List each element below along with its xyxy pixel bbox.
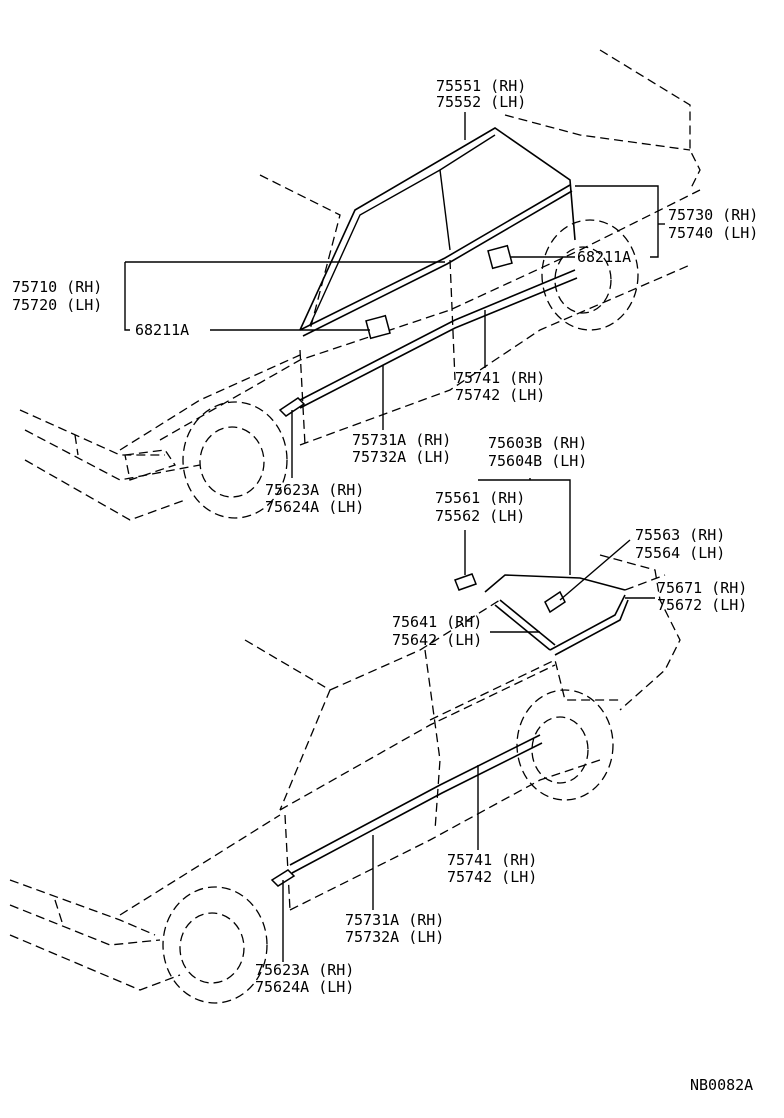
label-68211A-rear: 68211A	[577, 248, 631, 266]
label-75551: 75551 (RH)	[436, 77, 526, 95]
label-75561: 75561 (RH)	[435, 489, 525, 507]
label-75742-top: 75742 (LH)	[455, 386, 545, 404]
label-75552: 75552 (LH)	[436, 93, 526, 111]
top-leader-lines	[124, 112, 665, 478]
label-75623A-bottom: 75623A (RH)	[255, 961, 354, 979]
label-75742-bottom: 75742 (LH)	[447, 868, 537, 886]
label-75563: 75563 (RH)	[635, 526, 725, 544]
bottom-labels: 75603B (RH) 75604B (LH) 75561 (RH) 75562…	[255, 434, 747, 996]
bottom-car-illustration	[9, 554, 681, 1004]
label-75564: 75564 (LH)	[635, 544, 725, 562]
label-75603B: 75603B (RH)	[488, 434, 587, 452]
top-labels: 75551 (RH) 75552 (LH) 75730 (RH) 75740 (…	[12, 77, 758, 516]
label-75720: 75720 (LH)	[12, 296, 102, 314]
label-75672: 75672 (LH)	[657, 596, 747, 614]
label-75642: 75642 (LH)	[392, 631, 482, 649]
label-75641: 75641 (RH)	[392, 613, 482, 631]
label-75732A-top: 75732A (LH)	[352, 448, 451, 466]
label-75604B: 75604B (LH)	[488, 452, 587, 470]
label-75741-bottom: 75741 (RH)	[447, 851, 537, 869]
top-car-illustration	[19, 49, 701, 521]
label-75671: 75671 (RH)	[657, 579, 747, 597]
figure-code: NB0082A	[690, 1076, 753, 1094]
label-75624A-top: 75624A (LH)	[265, 498, 364, 516]
label-75710: 75710 (RH)	[12, 278, 102, 296]
label-75731A-bottom: 75731A (RH)	[345, 911, 444, 929]
label-75741-top: 75741 (RH)	[455, 369, 545, 387]
label-75730: 75730 (RH)	[668, 206, 758, 224]
label-75731A-top: 75731A (RH)	[352, 431, 451, 449]
label-68211A-front: 68211A	[135, 321, 189, 339]
bottom-leader-lines	[282, 478, 655, 962]
label-75740: 75740 (LH)	[668, 224, 758, 242]
label-75562: 75562 (LH)	[435, 507, 525, 525]
label-75732A-bottom: 75732A (LH)	[345, 928, 444, 946]
label-75624A-bottom: 75624A (LH)	[255, 978, 354, 996]
label-75623A-top: 75623A (RH)	[265, 481, 364, 499]
